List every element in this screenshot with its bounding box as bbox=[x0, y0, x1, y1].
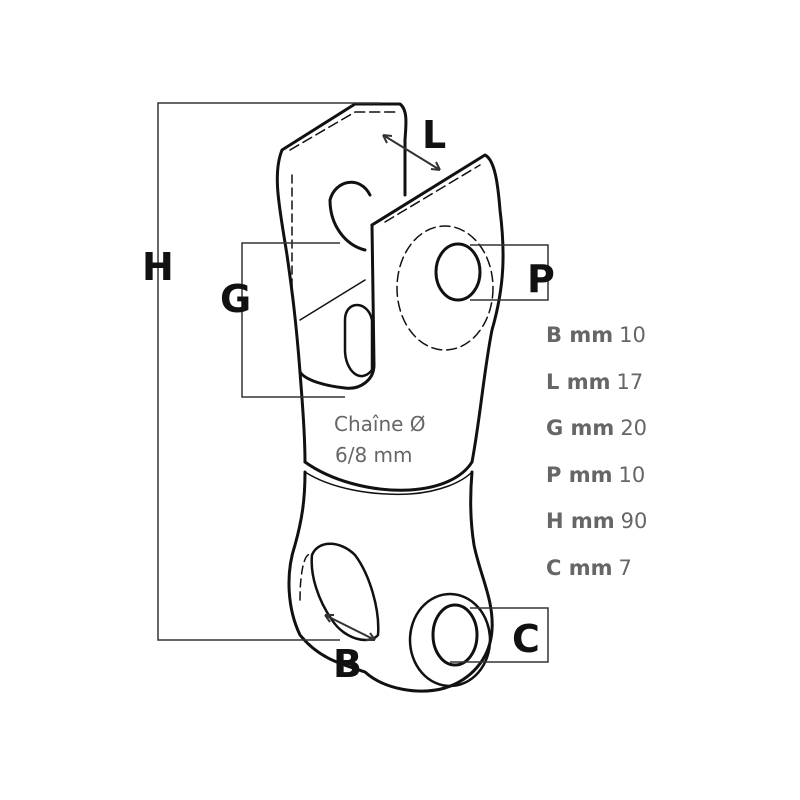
label-l: L bbox=[422, 113, 446, 157]
cross-pin bbox=[328, 180, 372, 252]
dim-h bbox=[157, 102, 380, 641]
spec-value: 90 bbox=[620, 509, 648, 533]
spec-value: 17 bbox=[616, 369, 644, 394]
chain-label-line2: 6/8 mm bbox=[335, 443, 413, 467]
dim-g bbox=[241, 242, 345, 398]
spec-label: G mm bbox=[546, 416, 615, 440]
dim-p bbox=[470, 244, 549, 301]
spec-value: 10 bbox=[619, 323, 646, 347]
dim-b bbox=[324, 614, 376, 641]
top-hole bbox=[434, 242, 482, 302]
back-prong bbox=[275, 102, 408, 374]
bottom-hole bbox=[431, 603, 479, 667]
spec-label: C mm bbox=[546, 555, 613, 580]
label-p: P bbox=[527, 257, 555, 301]
joint-band bbox=[303, 460, 474, 492]
dim-l bbox=[382, 134, 441, 171]
front-prong bbox=[370, 153, 505, 464]
lower-slot bbox=[310, 542, 380, 642]
label-h: H bbox=[142, 245, 174, 289]
spec-label: H mm bbox=[546, 509, 615, 533]
spec-value: 7 bbox=[618, 555, 632, 580]
spec-value: 20 bbox=[620, 416, 648, 440]
spec-label: L mm bbox=[546, 369, 611, 394]
spec-label: P mm bbox=[546, 462, 613, 487]
chain-label-line1: Chaîne Ø bbox=[334, 412, 426, 436]
label-g: G bbox=[220, 277, 251, 321]
body bbox=[298, 370, 307, 464]
label-c: C bbox=[512, 617, 540, 661]
lower-piece bbox=[287, 470, 494, 693]
dim-c bbox=[450, 607, 549, 663]
label-b: B bbox=[333, 642, 362, 686]
spec-label: B mm bbox=[546, 323, 614, 347]
spec-value: 10 bbox=[618, 462, 646, 487]
